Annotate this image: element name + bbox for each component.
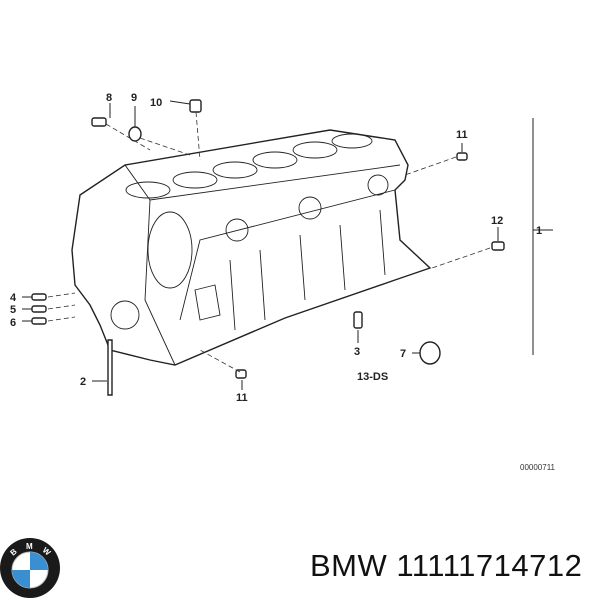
- callout-6: 6: [10, 317, 16, 329]
- callout-3: 3: [354, 346, 360, 358]
- callout-8: 8: [106, 92, 112, 104]
- callout-11-bottom: 11: [236, 392, 248, 404]
- bmw-logo-icon: B M W: [0, 538, 60, 598]
- svg-text:B: B: [9, 547, 19, 558]
- cylinder-bores: [125, 133, 373, 199]
- callout-1: 1: [536, 225, 542, 237]
- callout-4: 4: [10, 292, 17, 304]
- callout-12: 12: [491, 215, 503, 227]
- small-parts: [31, 99, 505, 396]
- callout-11-top: 11: [456, 129, 468, 141]
- callout-5: 5: [10, 304, 16, 316]
- drawing-code: 00000711: [520, 463, 556, 472]
- engine-block: [71, 129, 432, 366]
- part-number-title: BMW 11111714712: [310, 548, 583, 583]
- callout-7: 7: [400, 348, 406, 360]
- svg-text:M: M: [26, 542, 33, 551]
- designation-label: 13-DS: [357, 371, 388, 383]
- svg-text:W: W: [41, 546, 53, 558]
- callout-2: 2: [80, 376, 86, 388]
- callout-9: 9: [131, 92, 137, 104]
- callout-10: 10: [150, 97, 162, 109]
